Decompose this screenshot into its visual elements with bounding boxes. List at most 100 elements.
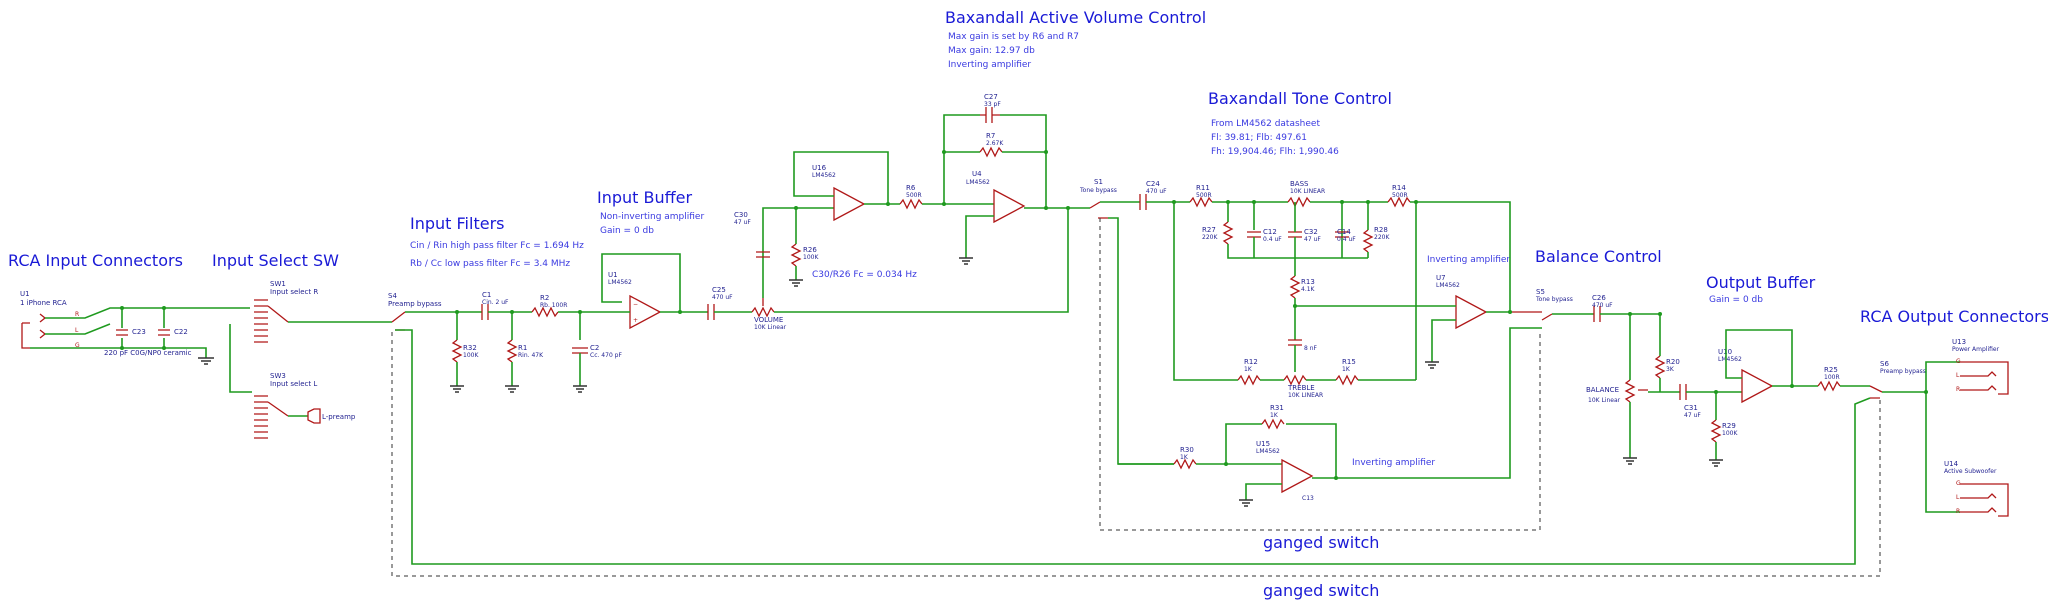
svg-text:−: − — [633, 301, 638, 308]
s1-value: Tone bypass — [1079, 187, 1117, 194]
switch-s1-tone-bypass[interactable]: S1 Tone bypass — [1079, 178, 1117, 219]
c24-value: 470 uF — [1146, 188, 1167, 195]
opamp-u16: U16 LM4562 — [812, 164, 866, 222]
capacitor-c32: C32 47 uF — [1288, 228, 1321, 243]
heading-input-select: Input Select SW — [212, 251, 339, 270]
s6-value: Preamp bypass — [1880, 368, 1926, 375]
potentiometer-treble[interactable]: TREBLE 10K LINEAR — [1283, 374, 1323, 399]
resistor-r15: R15 1K — [1335, 358, 1359, 386]
heading-tone: Baxandall Tone Control — [1208, 89, 1392, 108]
l-preamp-text: L-preamp — [322, 413, 356, 421]
note-tone-1: From LM4562 datasheet — [1211, 119, 1320, 129]
r11-ref: R11 — [1196, 184, 1210, 192]
note-filter-lp: Rb / Cc low pass filter Fc = 3.4 MHz — [410, 259, 570, 269]
u10-ref: U10 — [1718, 348, 1732, 356]
s6-ref: S6 — [1880, 360, 1889, 368]
resistor-r28: R28 220K — [1362, 226, 1390, 253]
note-volume-1: Max gain is set by R6 and R7 — [948, 32, 1079, 42]
s5-value: Tone bypass — [1535, 296, 1573, 303]
r14-ref: R14 — [1392, 184, 1406, 192]
balance-value: 10K Linear — [1588, 397, 1621, 404]
r32-value: 100K — [463, 352, 479, 359]
u4-value: LM4562 — [966, 179, 990, 186]
resistor-r30: R30 1K — [1173, 446, 1197, 470]
label-ganged-switch-2: ganged switch — [1263, 581, 1379, 600]
bass-value: 10K LINEAR — [1290, 188, 1325, 195]
label-ganged-switch-1: ganged switch — [1263, 533, 1379, 552]
potentiometer-balance[interactable]: BALANCE 10K Linear — [1586, 379, 1648, 404]
c31-ref: C31 — [1684, 404, 1698, 412]
rca-output-subwoofer: U14 Active Subwoofer G L R — [1944, 460, 2009, 517]
u14-pin-r: R — [1956, 508, 1960, 515]
treble-ref: TREBLE — [1287, 384, 1315, 392]
s5-ref: S5 — [1536, 288, 1545, 296]
r25-ref: R25 — [1824, 366, 1838, 374]
c30-ref: C30 — [734, 211, 748, 219]
capacitor-c12: C12 0.4 uF — [1247, 228, 1282, 243]
capacitor-c26: C26 470 uF — [1592, 294, 1613, 322]
u13-value: Power Amplifier — [1952, 346, 2000, 353]
resistor-r14: R14 500R — [1387, 184, 1411, 208]
r20-ref: R20 — [1666, 358, 1680, 366]
potentiometer-volume[interactable]: VOLUME 10K Linear — [751, 298, 787, 331]
r27-value: 220K — [1202, 234, 1218, 241]
c8-value: 8 nF — [1304, 345, 1318, 352]
r2-ref: R2 — [540, 294, 549, 302]
opamp-u15: U15 LM4562 C13 — [1256, 440, 1314, 502]
capacitor-c23: C23 — [116, 328, 146, 336]
u14-ref: U14 — [1944, 460, 1959, 468]
switch-s5-tone-bypass[interactable]: S5 Tone bypass — [1512, 288, 1573, 321]
r15-ref: R15 — [1342, 358, 1356, 366]
switch-s6-preamp-bypass[interactable]: S6 Preamp bypass — [1869, 360, 1926, 399]
c26-ref: C26 — [1592, 294, 1606, 302]
pin-r: R — [75, 311, 79, 318]
note-inverting-amp-u15: Inverting amplifier — [1352, 458, 1435, 468]
resistor-r27: R27 220K — [1202, 221, 1234, 245]
note-inverting-amp-u7: Inverting amplifier — [1427, 255, 1510, 265]
heading-output-buffer: Output Buffer — [1706, 273, 1816, 292]
u13-pin-r: R — [1956, 386, 1960, 393]
note-filter-hp: Cin / Rin high pass filter Fc = 1.694 Hz — [410, 241, 584, 251]
r1-ref: R1 — [518, 344, 527, 352]
r6-value: 500R — [906, 192, 922, 199]
r6-ref: R6 — [906, 184, 916, 192]
capacitor-c30: C30 47 uF — [734, 211, 770, 258]
c14-value: 0.4 uF — [1337, 236, 1356, 243]
c2-value: Cc. 470 pF — [590, 352, 622, 359]
u13-pin-l: L — [1956, 372, 1960, 379]
u1-ref: U1 — [20, 290, 30, 298]
c24-ref: C24 — [1146, 180, 1160, 188]
sw1-ref: SW1 — [270, 280, 286, 288]
u1-buffer-ref: U1 — [608, 271, 618, 279]
note-volume-3: Inverting amplifier — [948, 60, 1031, 70]
switch-sw3[interactable]: SW3 Input select L — [254, 372, 317, 439]
r26-value: 100K — [803, 254, 819, 261]
resistor-r31: R31 1K — [1261, 404, 1285, 430]
resistor-r1: R1 Rin. 47K — [506, 339, 544, 363]
u16-ref: U16 — [812, 164, 827, 172]
svg-text:+: + — [633, 317, 638, 324]
opamp-u4: U4 LM4562 — [966, 170, 1026, 224]
r27-ref: R27 — [1202, 226, 1216, 234]
heading-volume: Baxandall Active Volume Control — [945, 8, 1206, 27]
c31-value: 47 uF — [1684, 412, 1701, 419]
switch-s4-preamp-bypass[interactable]: S4 Preamp bypass — [388, 292, 442, 331]
cap-note: 220 pF C0G/NP0 ceramic — [104, 349, 192, 357]
rca-output-power-amp: U13 Power Amplifier G L R — [1952, 338, 2009, 395]
resistor-r11: R11 500R — [1189, 184, 1213, 208]
treble-value: 10K LINEAR — [1288, 392, 1323, 399]
r28-value: 220K — [1374, 234, 1390, 241]
u7-ref: U7 — [1436, 274, 1446, 282]
switch-sw1[interactable]: SW1 Input select R — [254, 280, 318, 343]
r28-ref: R28 — [1374, 226, 1388, 234]
r31-value: 1K — [1270, 412, 1279, 419]
c32-ref: C32 — [1304, 228, 1318, 236]
u1-buffer-value: LM4562 — [608, 279, 632, 286]
u7-value: LM4562 — [1436, 282, 1460, 289]
u13-ref: U13 — [1952, 338, 1966, 346]
resistor-r7: R7 2.67K — [979, 132, 1004, 158]
u14-value: Active Subwoofer — [1944, 468, 1997, 475]
potentiometer-bass[interactable]: BASS 10K LINEAR — [1287, 180, 1325, 208]
resistor-r13: R13 4.1K — [1289, 275, 1316, 299]
